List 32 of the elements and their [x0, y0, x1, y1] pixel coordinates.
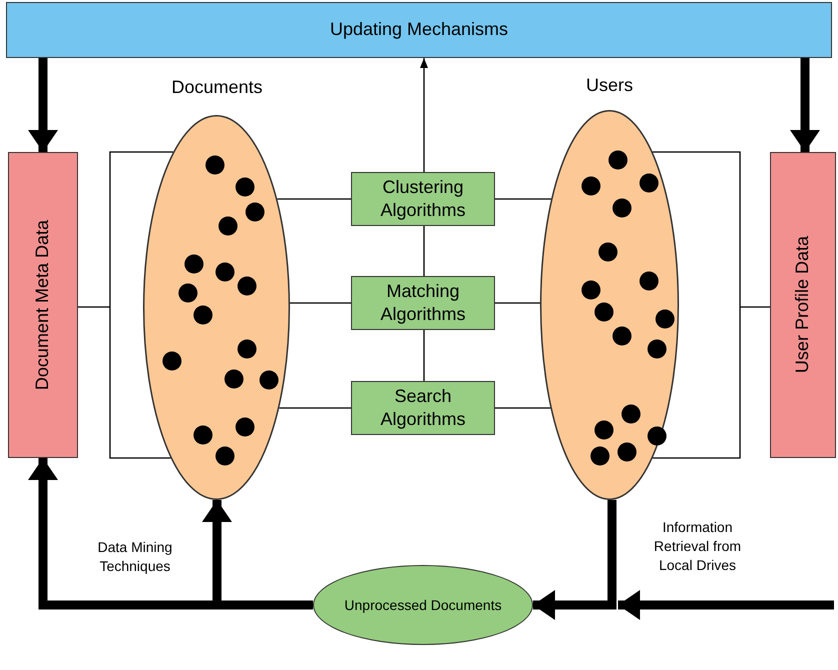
- arrow: [790, 58, 820, 152]
- arrow: [420, 58, 428, 172]
- arrow: [28, 58, 58, 152]
- connector-line: [290, 302, 351, 304]
- edge-label: Data Mining Techniques: [96, 538, 174, 576]
- title-bar: [6, 2, 832, 58]
- process-box: [351, 381, 495, 435]
- node-heading: Documents: [170, 76, 264, 99]
- edge-label: Information Retrieval from Local Drives: [652, 518, 742, 575]
- data-store-panel: [8, 152, 78, 458]
- node-label: Matching Algorithms: [379, 280, 467, 326]
- connector-line: [78, 151, 174, 459]
- connector-line: [652, 151, 770, 459]
- process-box: [351, 276, 495, 330]
- connector-line: [495, 407, 550, 409]
- data-store-panel: [770, 152, 836, 458]
- node-label: User Profile Data: [791, 236, 814, 374]
- node-label: Clustering Algorithms: [379, 176, 467, 222]
- connector-line: [423, 330, 425, 381]
- connector-line: [495, 302, 540, 304]
- process-box: [351, 172, 495, 226]
- arrow: [533, 500, 616, 620]
- node-label: Updating Mechanisms: [330, 18, 508, 42]
- connector-line: [423, 226, 425, 276]
- node-heading: Users: [584, 74, 634, 97]
- connector-line: [277, 198, 351, 200]
- connector-line: [279, 407, 351, 409]
- connector-line: [495, 198, 552, 200]
- node-label: Unprocessed Documents: [344, 596, 502, 614]
- arrow: [618, 590, 834, 620]
- node-label: Document Meta Data: [31, 220, 54, 390]
- node-label: Search Algorithms: [379, 384, 467, 431]
